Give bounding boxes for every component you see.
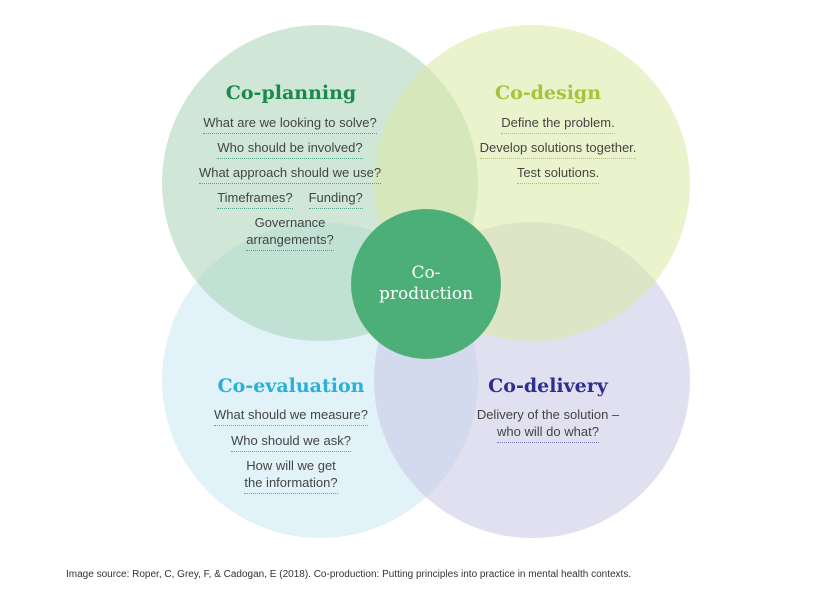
co-design-title: Co-design	[494, 82, 602, 104]
co-design-question: Define the problem.	[458, 114, 658, 134]
co-design-question: Test solutions.	[458, 164, 658, 184]
co-evaluation-title: Co-evaluation	[217, 375, 365, 397]
co-planning-question: Timeframes?Funding?	[180, 189, 400, 209]
co-delivery-title: Co-delivery	[488, 375, 608, 397]
co-evaluation-question: What should we measure?	[191, 406, 391, 426]
co-design-question: Develop solutions together.	[458, 139, 658, 159]
co-production-circle	[351, 209, 501, 359]
co-planning-question: What approach should we use?	[180, 164, 400, 184]
image-source-caption: Image source: Roper, C, Grey, F, & Cadog…	[66, 569, 632, 580]
co-production-label: Co-production	[378, 263, 474, 304]
co-delivery-question: Delivery of the solution –who will do wh…	[448, 406, 648, 443]
co-planning-question: Who should be involved?	[180, 139, 400, 159]
co-planning-title: Co-planning	[225, 82, 357, 104]
co-evaluation-question: Who should we ask?	[191, 432, 391, 452]
co-planning-question: What are we looking to solve?	[180, 114, 400, 134]
